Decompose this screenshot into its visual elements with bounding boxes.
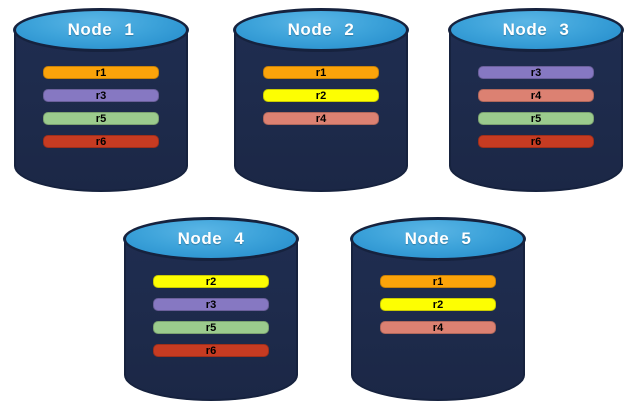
- cylinder-top: Node 2: [233, 8, 409, 52]
- replica-bar: r1: [43, 66, 159, 79]
- replica-bar: r4: [263, 112, 379, 125]
- node-cylinder: Node 2 r1 r2 r4: [233, 8, 409, 194]
- replica-bar: r5: [153, 321, 269, 334]
- replica-list: r1 r3 r5 r6: [43, 66, 159, 148]
- replica-list: r1 r2 r4: [263, 66, 379, 125]
- node-label: Node 1: [67, 20, 135, 39]
- node-cylinder: Node 4 r2 r3 r5 r6: [123, 217, 299, 402]
- replica-bar: r5: [478, 112, 594, 125]
- node-label: Node 3: [502, 20, 570, 39]
- cylinder-top: Node 4: [123, 217, 299, 261]
- replica-bar: r3: [478, 66, 594, 79]
- cylinder-body: [234, 30, 408, 192]
- node-label: Node 5: [404, 229, 472, 248]
- cylinder-top: Node 5: [350, 217, 526, 261]
- replica-bar: r4: [478, 89, 594, 102]
- replica-bar: r6: [478, 135, 594, 148]
- cylinder-body: [351, 239, 525, 401]
- replica-bar: r1: [263, 66, 379, 79]
- replica-bar: r2: [263, 89, 379, 102]
- cylinder-body: [14, 30, 188, 192]
- replica-bar: r5: [43, 112, 159, 125]
- replica-bar: r2: [380, 298, 496, 311]
- node-label: Node 2: [287, 20, 355, 39]
- node-label: Node 4: [177, 229, 245, 248]
- replica-bar: r1: [380, 275, 496, 288]
- node-cylinder: Node 5 r1 r2 r4: [350, 217, 526, 402]
- replica-list: r2 r3 r5 r6: [153, 275, 269, 357]
- node-cylinder: Node 3 r3 r4 r5 r6: [448, 8, 624, 194]
- cylinder-top: Node 3: [448, 8, 624, 52]
- node-cylinder: Node 1 r1 r3 r5 r6: [13, 8, 189, 194]
- replica-bar: r3: [153, 298, 269, 311]
- replica-bar: r3: [43, 89, 159, 102]
- replica-bar: r6: [153, 344, 269, 357]
- replica-list: r3 r4 r5 r6: [478, 66, 594, 148]
- replica-bar: r2: [153, 275, 269, 288]
- replica-bar: r4: [380, 321, 496, 334]
- replica-list: r1 r2 r4: [380, 275, 496, 334]
- replica-bar: r6: [43, 135, 159, 148]
- cylinder-body: [124, 239, 298, 401]
- cylinder-top: Node 1: [13, 8, 189, 52]
- cylinder-body: [449, 30, 623, 192]
